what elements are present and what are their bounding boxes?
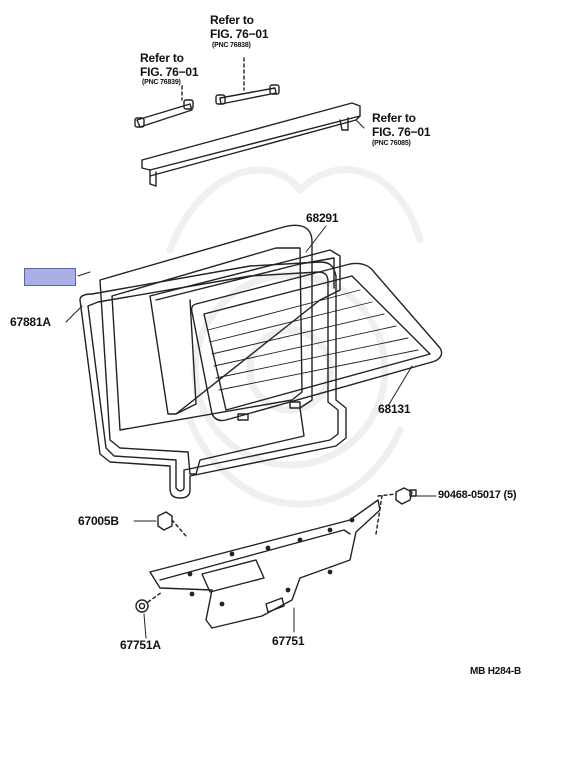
ref-left-fig[interactable]: FIG. 76−01 [140, 65, 199, 79]
ref-right-fig[interactable]: FIG. 76−01 [372, 125, 431, 139]
stay-right [215, 57, 280, 105]
watermark-emblem [166, 166, 424, 508]
clip-67005b [157, 511, 187, 537]
ref-left-refer: Refer to [140, 51, 184, 65]
clip-90468 [395, 487, 417, 505]
clip-67751a [135, 591, 163, 613]
part-label-68131[interactable]: 68131 [378, 402, 411, 416]
part-label-68291[interactable]: 68291 [306, 211, 339, 225]
back-door-panel [99, 224, 313, 475]
part-label-67881a[interactable]: 67881A [10, 315, 51, 329]
part-label-67751[interactable]: 67751 [272, 634, 305, 648]
leader-lines [65, 119, 437, 639]
ref-top-fig[interactable]: FIG. 76−01 [210, 27, 269, 41]
weatherstrip-68291 [149, 249, 341, 415]
ref-right-refer: Refer to [372, 111, 416, 125]
glass-68131 [190, 262, 443, 422]
part-label-67005b[interactable]: 67005B [78, 514, 119, 528]
diagram-code: MB H284-B [470, 666, 521, 677]
ref-left-pnc: (PNC 76839) [142, 79, 181, 86]
highlight-callout-box[interactable] [24, 268, 76, 286]
part-label-67751a[interactable]: 67751A [120, 638, 161, 652]
ref-top-pnc: (PNC 76838) [212, 42, 251, 49]
ref-right-pnc: (PNC 76085) [372, 140, 411, 147]
ref-top-refer: Refer to [210, 13, 254, 27]
part-label-90468-05017[interactable]: 90468-05017 (5) [438, 489, 517, 501]
stay-left [134, 85, 194, 128]
garnish-67751 [149, 499, 381, 629]
